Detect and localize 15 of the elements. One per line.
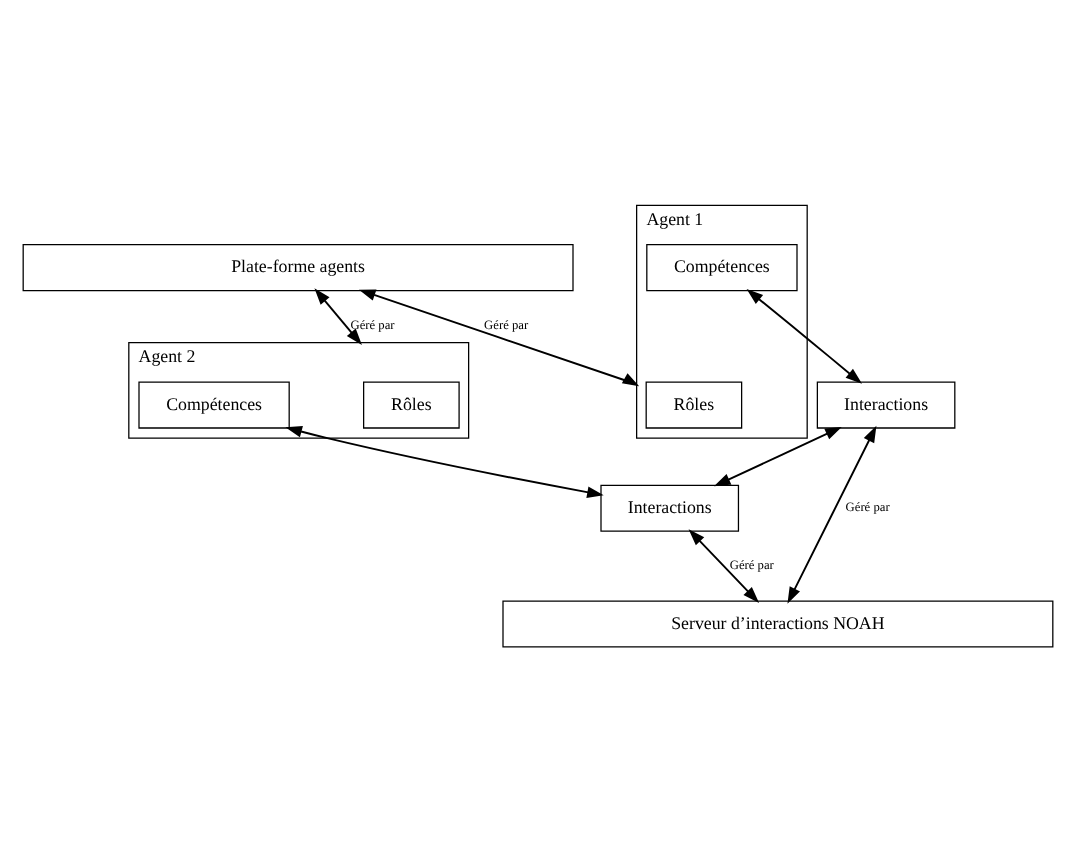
arrow — [358, 289, 640, 387]
node-box: Compétences — [138, 381, 290, 429]
arrow — [787, 425, 877, 604]
arrow — [314, 288, 362, 345]
arrow — [285, 426, 604, 498]
node-box: Serveur d’interactions NOAH — [502, 600, 1054, 648]
arrow — [688, 529, 760, 604]
node-box: Rôles — [645, 381, 743, 429]
arrow — [746, 289, 863, 384]
node-box: Plate-forme agents — [22, 244, 574, 292]
node-box: Rôles — [363, 381, 460, 429]
node-box: Interactions — [600, 484, 740, 532]
node-box: Compétences — [646, 244, 798, 292]
node-box: Interactions — [816, 381, 956, 429]
arrow — [713, 426, 842, 487]
